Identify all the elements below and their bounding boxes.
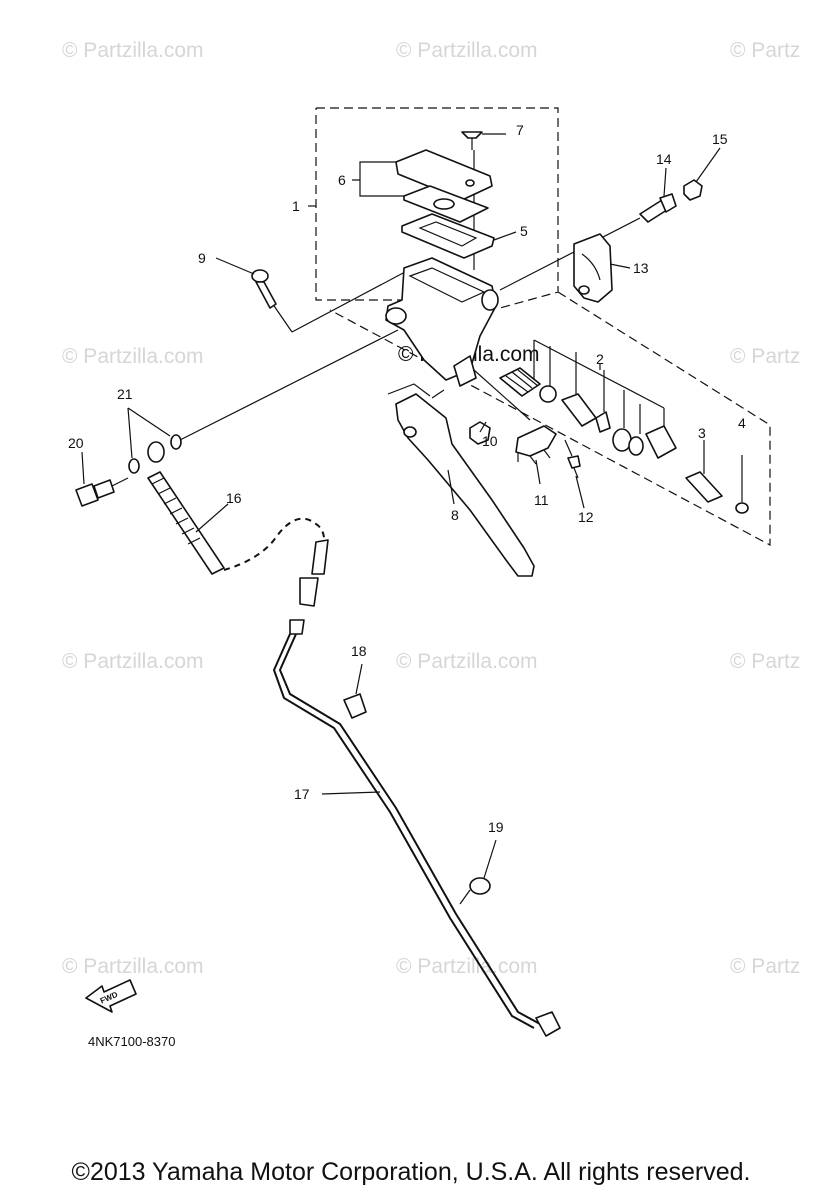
switch-part-11 xyxy=(515,425,557,465)
assembly-outlines xyxy=(315,107,771,547)
nut-part-10 xyxy=(469,421,491,445)
callout-18: 18 xyxy=(351,643,367,659)
holder-part-13 xyxy=(573,233,613,303)
diaphragm-part-5 xyxy=(401,213,495,259)
screw-part-7 xyxy=(461,131,483,150)
brake-pipe-part-17 xyxy=(272,619,561,1037)
master-cylinder-kit-outline xyxy=(315,107,559,309)
union-bolt-part-20 xyxy=(75,477,129,507)
callout-19: 19 xyxy=(488,819,504,835)
callout-12: 12 xyxy=(578,509,594,525)
callout-4: 4 xyxy=(738,415,746,431)
callout-10: 10 xyxy=(482,433,498,449)
callout-9: 9 xyxy=(198,250,206,266)
callout-13: 13 xyxy=(633,260,649,276)
callout-17: 17 xyxy=(294,786,310,802)
watermark: © Partz xyxy=(730,39,800,62)
reservoir-cap-part-6 xyxy=(395,149,493,223)
watermark: © Partzilla.com xyxy=(62,345,204,368)
diagram-code: 4NK7100-8370 xyxy=(88,1034,175,1049)
watermark: © Partzilla.com xyxy=(62,955,204,978)
callout-leaders xyxy=(81,133,721,795)
piston-kit-outline xyxy=(329,291,771,547)
screw-part-12 xyxy=(567,455,581,479)
boot-part-4 xyxy=(735,455,749,514)
callout-20: 20 xyxy=(68,435,84,451)
callout-5: 5 xyxy=(520,223,528,239)
piston-kit-part-2 xyxy=(499,339,677,459)
callout-6: 6 xyxy=(338,172,346,188)
clamp-part-19 xyxy=(459,839,497,905)
callout-7: 7 xyxy=(516,122,524,138)
callout-21: 21 xyxy=(117,386,133,402)
gasket-part-21 xyxy=(128,434,182,474)
watermark: © Partzilla.com xyxy=(396,650,538,673)
callout-8: 8 xyxy=(451,507,459,523)
callout-16: 16 xyxy=(226,490,242,506)
callouts: 1 2 3 4 5 6 7 8 9 10 11 12 13 14 15 16 1… xyxy=(68,122,746,835)
callout-15: 15 xyxy=(712,131,728,147)
brake-hose-part-16 xyxy=(147,441,329,607)
lever-part-8 xyxy=(387,383,535,577)
clip-part-18 xyxy=(343,663,367,719)
master-cylinder-body xyxy=(385,257,499,387)
watermark: © Partz xyxy=(730,650,800,673)
fwd-arrow-icon: FWD xyxy=(85,979,137,1013)
watermark: © Partz xyxy=(730,955,800,978)
callout-11: 11 xyxy=(534,492,549,508)
push-rod-part-3 xyxy=(685,440,723,503)
watermark-layer: © Partzilla.com © Partzilla.com © Partz … xyxy=(62,39,800,978)
watermark: © Partzilla.com xyxy=(62,650,204,673)
watermark: © Partzilla.com xyxy=(396,955,538,978)
watermark: © Partzilla.com xyxy=(396,39,538,62)
nut-part-15 xyxy=(683,179,703,201)
callout-1: 1 xyxy=(292,198,300,214)
bolt-part-9 xyxy=(251,269,277,309)
watermark: © Partzilla.com xyxy=(62,39,204,62)
callout-3: 3 xyxy=(698,425,706,441)
callout-2: 2 xyxy=(596,351,604,367)
watermark: © Partz xyxy=(730,345,800,368)
bolt-part-14 xyxy=(639,193,677,223)
copyright-notice: ©2013 Yamaha Motor Corporation, U.S.A. A… xyxy=(71,1158,751,1186)
callout-14: 14 xyxy=(656,151,672,167)
